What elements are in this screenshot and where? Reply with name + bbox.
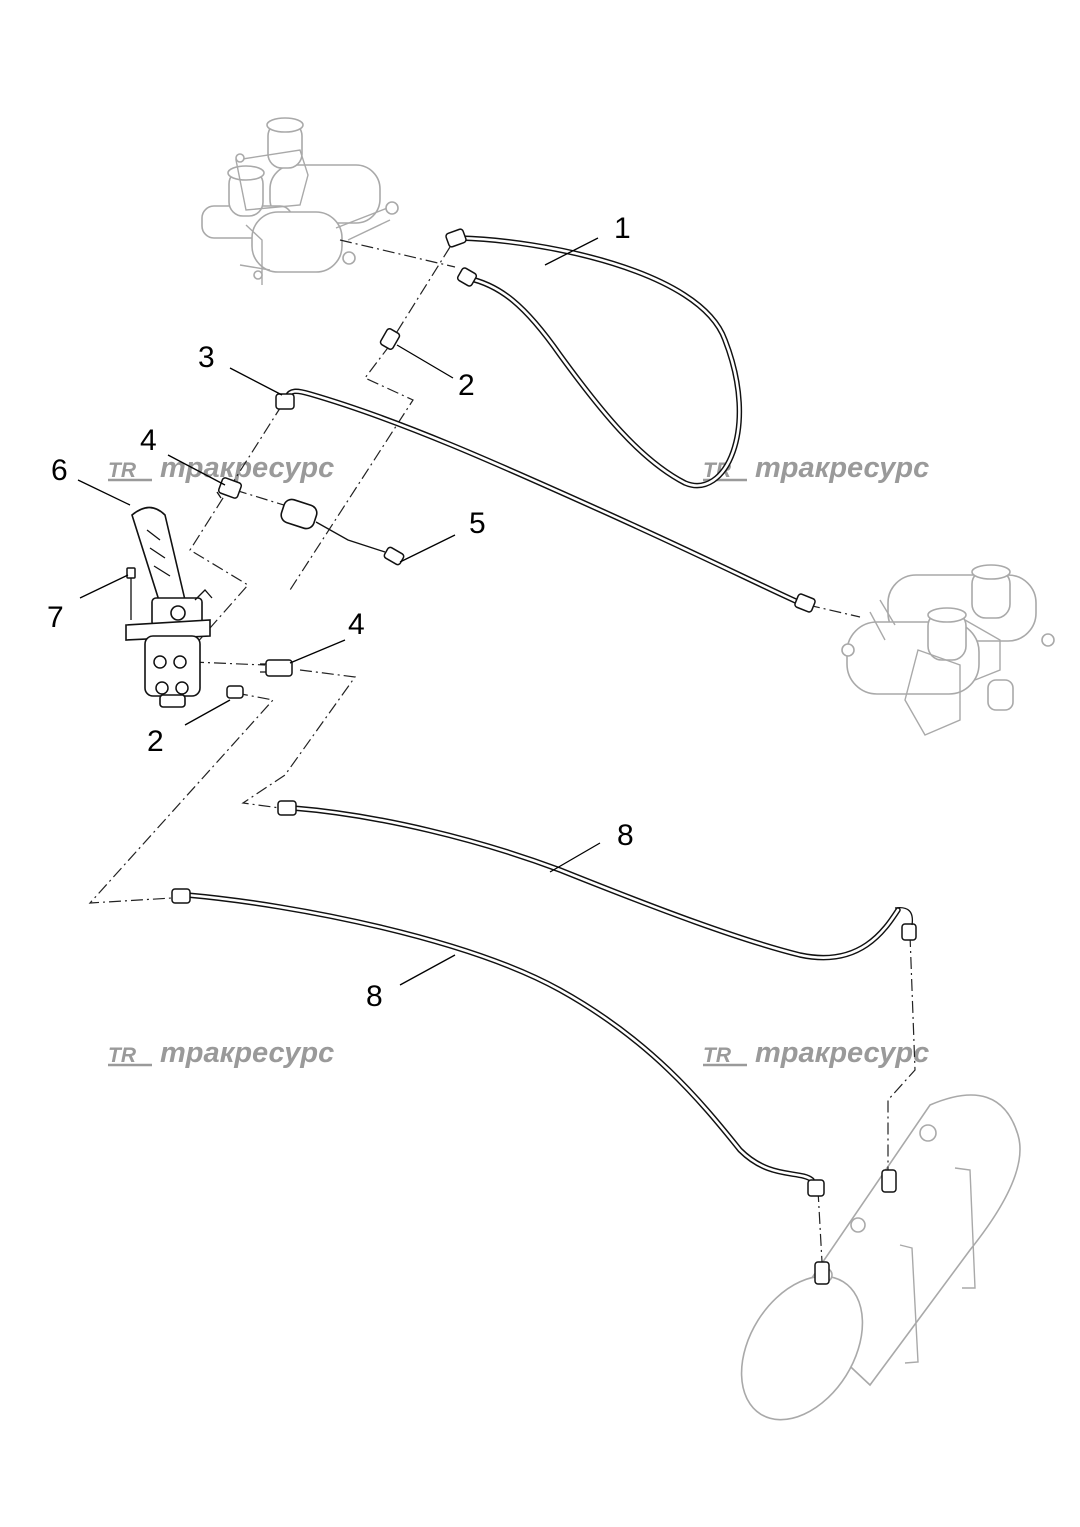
- watermark-top-right: TR тракресурс: [703, 452, 929, 484]
- bolt-7[interactable]: [126, 567, 136, 620]
- union-2-bottom[interactable]: [226, 685, 244, 699]
- watermark-text: тракресурс: [755, 1037, 929, 1069]
- watermark-logo: TR: [108, 1044, 137, 1067]
- watermark-bottom-left: TR тракресурс: [108, 1037, 334, 1069]
- connection-lines: [88, 239, 916, 1263]
- watermark-text: тракресурс: [160, 452, 334, 484]
- watermark-text: тракресурс: [755, 452, 929, 484]
- callout-7: 7: [47, 601, 64, 634]
- tank-fitting-lower: [814, 1261, 830, 1285]
- callout-1: 1: [614, 212, 631, 245]
- hose-8-bottom[interactable]: [171, 888, 825, 1197]
- watermark-text: тракресурс: [160, 1037, 334, 1069]
- callout-3: 3: [198, 341, 215, 374]
- tank-fitting-upper: [881, 1169, 897, 1193]
- brake-valve-pedal-6[interactable]: [125, 506, 213, 708]
- callout-8-bottom: 8: [366, 980, 383, 1013]
- callout-8-top: 8: [617, 819, 634, 852]
- pressure-sensor-5[interactable]: [279, 497, 405, 566]
- watermark-top-left: TR тракресурс: [108, 452, 334, 484]
- callout-2-top: 2: [458, 369, 475, 402]
- callout-4-top: 4: [140, 424, 157, 457]
- air-receiver-tank: [740, 1094, 1021, 1421]
- watermark-bottom-right: TR тракресурс: [703, 1037, 929, 1069]
- brake-chamber-assembly-top: [201, 117, 399, 285]
- leader-lines: [77, 237, 601, 986]
- watermark-logo: TR: [703, 1044, 732, 1067]
- adapter-4-top[interactable]: [216, 477, 243, 499]
- watermark-logo: TR: [108, 459, 137, 482]
- hose-3[interactable]: [275, 388, 816, 613]
- union-2-top[interactable]: [379, 328, 401, 351]
- callout-4-bottom: 4: [348, 608, 365, 641]
- callout-6: 6: [51, 454, 68, 487]
- callout-2-bottom: 2: [147, 725, 164, 758]
- hose-8-top[interactable]: [277, 800, 917, 961]
- hose-1[interactable]: [445, 228, 743, 489]
- callout-5: 5: [469, 507, 486, 540]
- brake-chamber-assembly-right: [841, 564, 1055, 736]
- adapter-4-bottom[interactable]: [260, 659, 293, 677]
